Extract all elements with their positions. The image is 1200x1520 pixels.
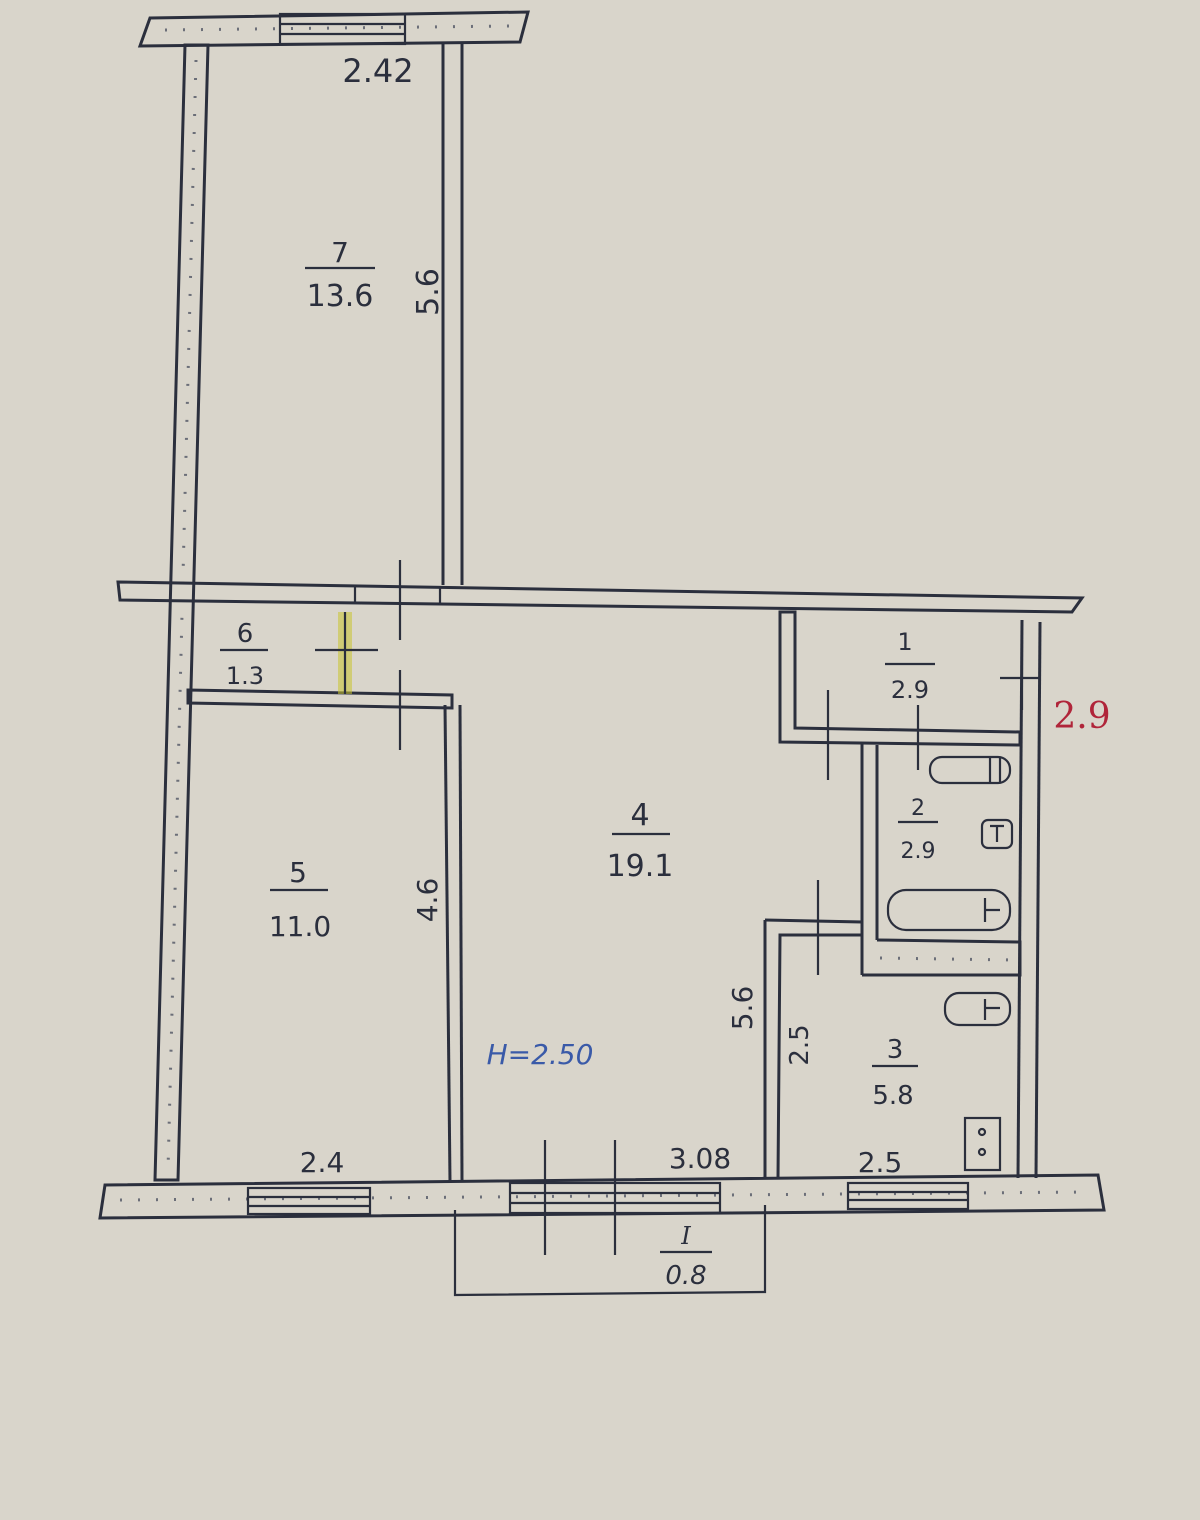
corridor-length: 2.9 xyxy=(1053,696,1110,737)
room-2-number: 2 xyxy=(911,796,925,821)
room-7-area: 13.6 xyxy=(307,279,374,314)
room-4-width: 3.08 xyxy=(669,1142,731,1175)
service-block-walls xyxy=(763,610,1042,1179)
room-4-area: 19.1 xyxy=(607,849,674,884)
balcony-area: 0.8 xyxy=(665,1261,706,1291)
room-3-area: 5.8 xyxy=(872,1081,913,1111)
room-3-width: 2.5 xyxy=(858,1146,903,1179)
bottom-wall xyxy=(98,1140,1106,1297)
room-4-length: 5.6 xyxy=(726,986,759,1031)
room-1-area: 2.9 xyxy=(891,676,929,704)
room-4-number: 4 xyxy=(630,798,649,833)
ceiling-height: H=2.50 xyxy=(487,1038,594,1071)
room-3-number: 3 xyxy=(887,1035,904,1065)
room-2-area: 2.9 xyxy=(901,839,936,864)
room-7-width: 2.42 xyxy=(342,52,413,90)
room-6-number: 6 xyxy=(237,619,254,649)
room-5-number: 5 xyxy=(289,856,307,889)
room-5-area: 11.0 xyxy=(269,910,331,943)
middle-wall xyxy=(116,560,1085,750)
room-5-length: 4.6 xyxy=(411,878,444,923)
room-6-walls xyxy=(186,612,454,710)
room-5-width: 2.4 xyxy=(300,1146,345,1179)
room-6-area: 1.3 xyxy=(226,662,264,690)
room-7-walls xyxy=(137,10,530,1182)
balcony-number: I xyxy=(680,1222,691,1250)
room-5-walls xyxy=(443,704,464,1183)
room-7-number: 7 xyxy=(331,236,349,269)
room-1-number: 1 xyxy=(897,628,912,656)
room-7-length: 5.6 xyxy=(411,268,446,316)
room-3-length: 2.5 xyxy=(785,1024,815,1065)
